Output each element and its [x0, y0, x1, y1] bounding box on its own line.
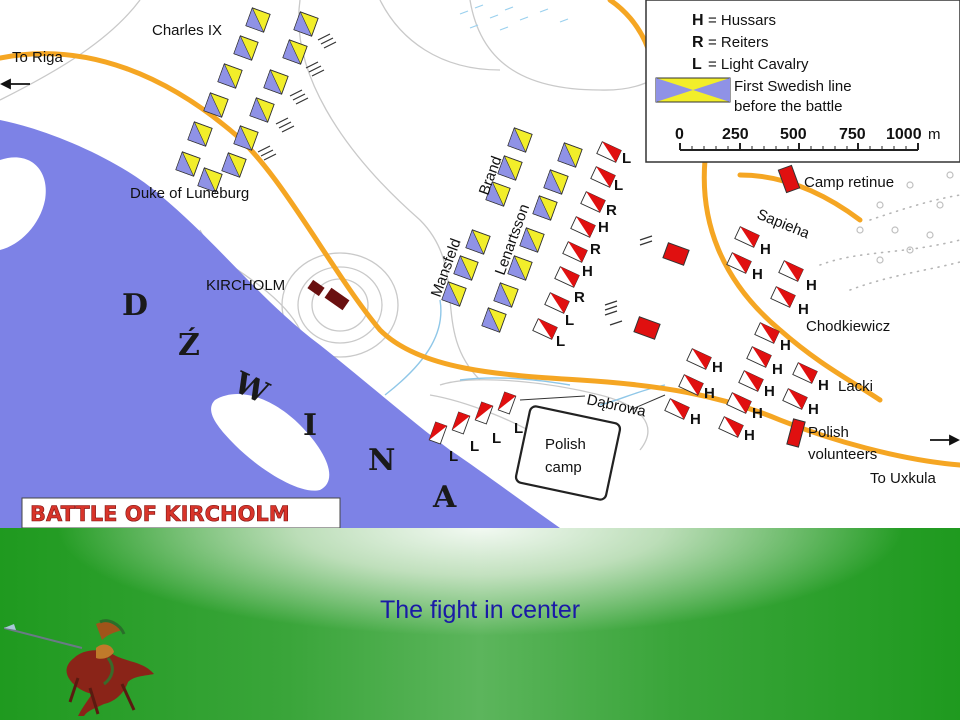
- dabrowa-leaders: [519, 394, 666, 411]
- legend: H = Hussars R = Reiters L = Light Cavalr…: [645, 0, 960, 163]
- island-upper: [0, 157, 46, 250]
- scale-tick-label: 0: [675, 126, 684, 143]
- scale-tick-label: 750: [839, 126, 866, 143]
- island-lower: [211, 394, 330, 491]
- unit-letter-light: L: [565, 312, 574, 329]
- road-arrows: [0, 78, 960, 446]
- unit-letter-hussars: H: [780, 337, 791, 354]
- map-title: BATTLE OF KIRCHOLM: [30, 502, 290, 526]
- roads: [0, 0, 960, 468]
- scale-unit-label: m: [928, 126, 941, 143]
- river-letter: A: [432, 480, 457, 515]
- polish-camp-label-2: camp: [545, 459, 582, 476]
- unit-letter-hussars: H: [598, 219, 609, 236]
- unit-letter-hussars: H: [798, 301, 809, 318]
- unit-letter-hussars: H: [752, 405, 763, 422]
- winged-hussar-rider-image: [4, 619, 154, 716]
- slide-caption: The fight in center: [379, 596, 581, 624]
- unit-letter-reiters: R: [574, 289, 585, 306]
- unit-letter-light: L: [614, 177, 623, 194]
- legend-swedish-line2: before the battle: [734, 98, 842, 115]
- kircholm-castle: [307, 279, 350, 311]
- kircholm-label: KIRCHOLM: [206, 277, 285, 294]
- scale-tick-label: 500: [780, 126, 807, 143]
- unit-letter-hussars: H: [808, 401, 819, 418]
- legend-h-key: H: [692, 12, 704, 29]
- polish-unit-letters-right: H H H H H H H H H H H H H H: [690, 241, 829, 444]
- unit-letter-reiters: R: [590, 241, 601, 258]
- polish-camp-label-1: Polish: [545, 436, 586, 453]
- polish-volunteers-label-2: volunteers: [808, 446, 877, 463]
- legend-swedish-line1: First Swedish line: [734, 78, 852, 95]
- scale-bar: [679, 143, 919, 151]
- unit-letter-hussars: H: [760, 241, 771, 258]
- river-letter: Ź: [178, 327, 200, 363]
- slide-footer: The fight in center: [0, 528, 960, 720]
- to-uxkula-label: To Uxkula: [870, 470, 937, 487]
- polish-unit-letters-center: L L R H R H R L L: [556, 150, 631, 350]
- polish-block: [662, 242, 690, 266]
- unit-letter-reiters: R: [606, 202, 617, 219]
- polish-infantry-blocks: [633, 164, 806, 448]
- scale-tick-label: 1000: [886, 126, 922, 143]
- unit-letter-hussars: H: [712, 359, 723, 376]
- unit-letter-hussars: H: [752, 266, 763, 283]
- legend-l-text: = Light Cavalry: [708, 56, 809, 73]
- unit-letter-hussars: H: [704, 385, 715, 402]
- legend-swedish-swatch: [655, 77, 731, 103]
- dotted-area: [819, 194, 960, 291]
- chodkiewicz-label: Chodkiewicz: [806, 318, 890, 335]
- legend-r-text: = Reiters: [708, 34, 768, 51]
- legend-l-key: L: [692, 56, 702, 73]
- circle-marks: [856, 171, 954, 264]
- river-letter: I: [303, 408, 317, 443]
- unit-letter-hussars: H: [772, 361, 783, 378]
- unit-letter-hussars: H: [744, 427, 755, 444]
- polish-block: [633, 316, 661, 340]
- polish-unit-letters-camp: L L L L: [449, 420, 523, 465]
- terrain-contours: [0, 0, 761, 451]
- legend-r-key: R: [692, 34, 704, 51]
- duke-of-luneburg-label: Duke of Luneburg: [130, 185, 249, 202]
- unit-letter-light: L: [492, 430, 501, 447]
- camp-retinue-label: Camp retinue: [804, 174, 894, 191]
- unit-letter-hussars: H: [690, 411, 701, 428]
- river-dzwina: [0, 120, 560, 528]
- legend-h-text: = Hussars: [708, 12, 776, 29]
- marsh-marks: [459, 4, 569, 31]
- unit-letter-hussars: H: [818, 377, 829, 394]
- scale-bar-small-ticks: [691, 146, 907, 150]
- scale-tick-label: 250: [722, 126, 749, 143]
- polish-camp-box: [514, 405, 622, 501]
- unit-letter-light: L: [622, 150, 631, 167]
- unit-letter-light: L: [470, 438, 479, 455]
- unit-letter-hussars: H: [806, 277, 817, 294]
- unit-letter-light: L: [556, 333, 565, 350]
- unit-letter-light: L: [514, 420, 523, 437]
- polish-volunteers-label-1: Polish: [808, 424, 849, 441]
- camp-retinue-block: [777, 164, 801, 194]
- swedish-infantry-marks: [257, 33, 653, 326]
- lacki-label: Lacki: [838, 378, 873, 395]
- to-riga-label: To Riga: [12, 49, 64, 66]
- river-letter: D: [122, 288, 148, 323]
- river-letter: N: [368, 443, 395, 478]
- unit-letter-hussars: H: [764, 383, 775, 400]
- unit-letter-light: L: [449, 448, 458, 465]
- battle-map: To Riga To Uxkula D Ź W I N A KIRCHOLM: [0, 0, 960, 528]
- map-title-box: BATTLE OF KIRCHOLM: [21, 497, 341, 528]
- polish-volunteers-block: [786, 418, 806, 448]
- charles-ix-label: Charles IX: [152, 22, 222, 39]
- unit-letter-hussars: H: [582, 263, 593, 280]
